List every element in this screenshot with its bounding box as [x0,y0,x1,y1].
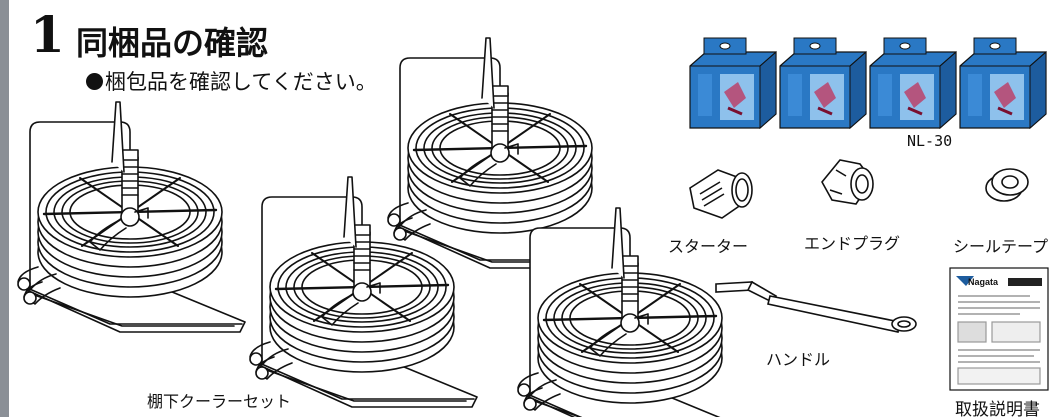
nozzle-box-4 [958,36,1048,130]
left-accent-bar [0,0,9,417]
instruction-label: 梱包品を確認してください。 [105,70,377,94]
bullet-icon [86,73,103,90]
section-title: 同梱品の確認 [76,24,269,62]
nozzle-box-2 [778,36,868,130]
handle-label: ハンドル [766,350,831,369]
starter-label: スターター [668,237,749,256]
nozzle-box-3 [868,36,958,130]
starter-icon [689,169,753,219]
nozzle-model-label: NL-30 [907,132,953,150]
cooler-coil-left [16,100,247,334]
seal-tape-icon [985,168,1029,202]
manual-icon: Nagata [949,267,1049,391]
seal-tape-label: シールテープ [953,237,1049,256]
cooler-set-label: 棚下クーラーセット [147,392,292,411]
manual-label: 取扱説明書 [955,400,1040,420]
manual-brand-logo: Nagata [968,277,999,287]
end-plug-icon [821,159,874,205]
handle-icon [715,280,917,333]
nozzle-box-1 [688,36,778,130]
end-plug-label: エンドプラグ [804,234,901,253]
instruction-text: 梱包品を確認してください。 [86,66,377,96]
step-number: 1 [30,5,65,64]
